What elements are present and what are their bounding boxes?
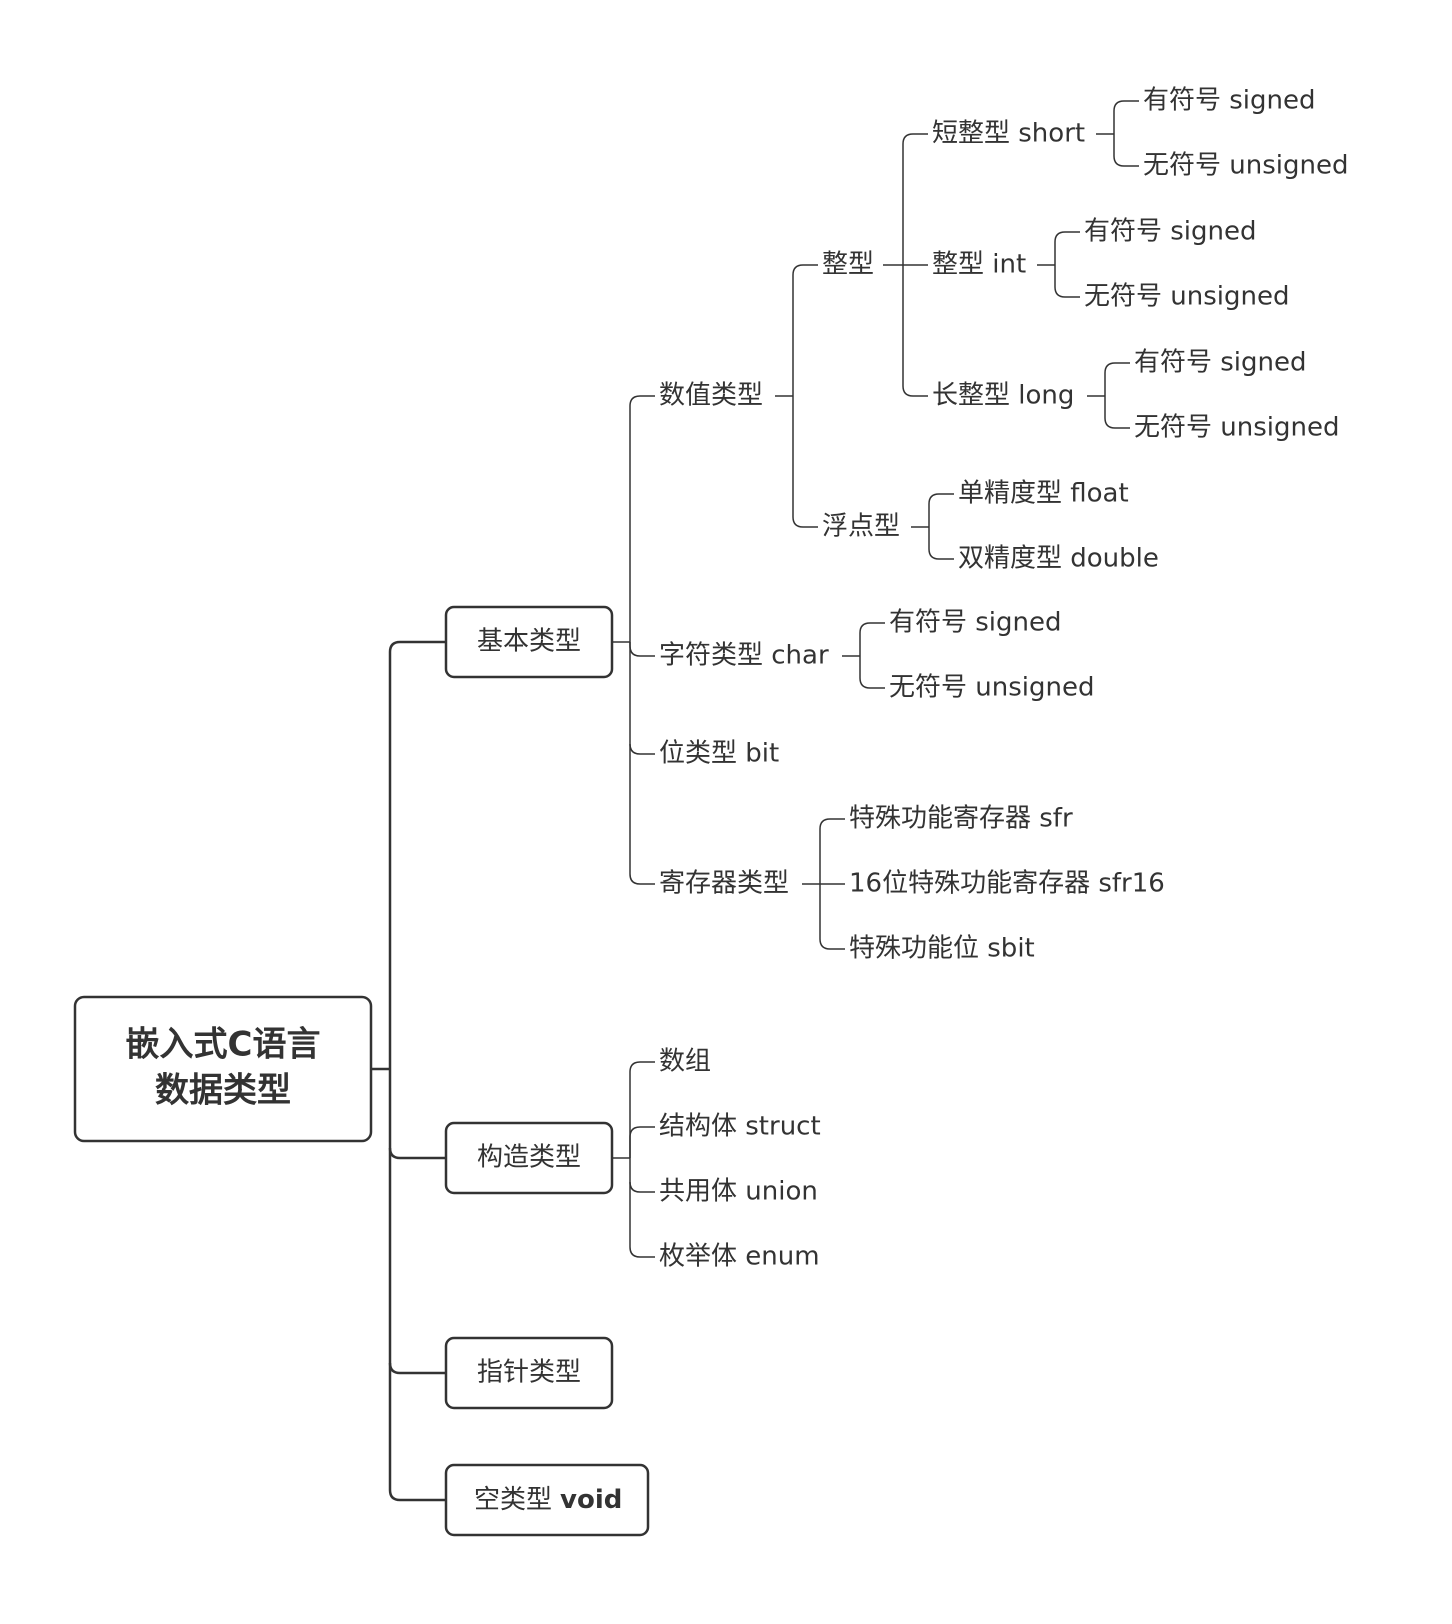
pointer-box bbox=[444, 1336, 614, 1410]
link-basic-bit bbox=[629, 642, 655, 755]
node-short-signed[interactable]: 有符号 signed bbox=[1143, 86, 1316, 116]
link-root-pointer bbox=[388, 1148, 448, 1375]
link-integer-long bbox=[902, 265, 928, 397]
link-constructed-enum bbox=[629, 1182, 655, 1258]
void-label-cn: 空类型 bbox=[474, 1485, 552, 1515]
link-basic-numeric bbox=[629, 395, 655, 642]
link-root-basic bbox=[388, 640, 448, 1069]
link-constructed-struct bbox=[629, 1126, 655, 1158]
link-int-unsigned bbox=[1054, 265, 1080, 298]
node-long[interactable]: 长整型 long bbox=[932, 381, 1074, 411]
text-nodes: 数值类型 整型 短整型 short 有符号 signed 无符号 unsigne… bbox=[659, 86, 1348, 1272]
node-char[interactable]: 字符类型 char bbox=[659, 641, 829, 671]
link-register-sbit bbox=[819, 884, 845, 950]
link-basic-register bbox=[629, 744, 655, 885]
link-short-unsigned bbox=[1113, 134, 1139, 167]
node-struct[interactable]: 结构体 struct bbox=[659, 1112, 821, 1142]
node-int[interactable]: 整型 int bbox=[932, 250, 1026, 280]
link-register-sfr bbox=[819, 818, 845, 884]
node-register-sfr[interactable]: 特殊功能寄存器 sfr bbox=[849, 804, 1073, 834]
basic-box bbox=[444, 605, 614, 679]
node-register[interactable]: 寄存器类型 bbox=[659, 869, 789, 899]
node-float-double[interactable]: 双精度型 double bbox=[958, 544, 1159, 574]
link-float-single bbox=[928, 493, 954, 527]
root-title-line2: 数据类型 bbox=[155, 1071, 291, 1111]
root-box bbox=[73, 995, 373, 1143]
root-node[interactable]: 嵌入式C语言 数据类型 bbox=[73, 995, 373, 1143]
link-numeric-integer bbox=[792, 264, 818, 396]
link-char-unsigned bbox=[859, 656, 885, 689]
node-numeric[interactable]: 数值类型 bbox=[659, 381, 763, 411]
constructed-label: 构造类型 bbox=[477, 1143, 581, 1173]
void-label: 空类型 void bbox=[474, 1485, 622, 1515]
node-bit[interactable]: 位类型 bit bbox=[659, 739, 779, 769]
node-float[interactable]: 浮点型 bbox=[822, 512, 900, 542]
basic-label: 基本类型 bbox=[477, 627, 581, 657]
link-int-signed bbox=[1054, 231, 1080, 265]
void-box bbox=[444, 1463, 650, 1537]
link-root-constructed bbox=[388, 1069, 448, 1160]
link-basic-char bbox=[629, 642, 655, 657]
link-char-signed bbox=[859, 622, 885, 656]
root-title-line1: 嵌入式C语言 bbox=[126, 1025, 321, 1065]
connector-lines bbox=[372, 100, 1139, 1502]
node-short-unsigned[interactable]: 无符号 unsigned bbox=[1143, 151, 1348, 181]
node-union[interactable]: 共用体 union bbox=[659, 1177, 818, 1207]
node-constructed[interactable]: 构造类型 bbox=[444, 1121, 614, 1195]
node-register-sfr16[interactable]: 16位特殊功能寄存器 sfr16 bbox=[849, 869, 1165, 899]
link-integer-short bbox=[902, 133, 928, 265]
node-integer[interactable]: 整型 bbox=[822, 250, 874, 280]
node-int-unsigned[interactable]: 无符号 unsigned bbox=[1084, 282, 1289, 312]
link-long-signed bbox=[1104, 362, 1130, 396]
link-long-unsigned bbox=[1104, 396, 1130, 429]
link-numeric-float bbox=[792, 396, 818, 528]
node-long-unsigned[interactable]: 无符号 unsigned bbox=[1134, 413, 1339, 443]
node-char-signed[interactable]: 有符号 signed bbox=[889, 608, 1062, 638]
link-short-signed bbox=[1113, 100, 1139, 134]
node-char-unsigned[interactable]: 无符号 unsigned bbox=[889, 673, 1094, 703]
node-basic[interactable]: 基本类型 bbox=[444, 605, 614, 679]
constructed-box bbox=[444, 1121, 614, 1195]
node-pointer[interactable]: 指针类型 bbox=[444, 1336, 614, 1410]
node-enum[interactable]: 枚举体 enum bbox=[659, 1242, 820, 1272]
node-int-signed[interactable]: 有符号 signed bbox=[1084, 217, 1257, 247]
pointer-label: 指针类型 bbox=[477, 1358, 581, 1388]
void-label-en: void bbox=[560, 1485, 622, 1515]
node-void[interactable]: 空类型 void bbox=[444, 1463, 650, 1537]
node-register-sbit[interactable]: 特殊功能位 sbit bbox=[849, 934, 1035, 964]
link-root-void bbox=[388, 1363, 448, 1502]
node-short[interactable]: 短整型 short bbox=[932, 119, 1085, 149]
node-float-single[interactable]: 单精度型 float bbox=[958, 479, 1129, 509]
node-array[interactable]: 数组 bbox=[659, 1047, 711, 1077]
link-constructed-union bbox=[629, 1158, 655, 1193]
link-constructed-array bbox=[629, 1061, 655, 1158]
node-long-signed[interactable]: 有符号 signed bbox=[1134, 348, 1307, 378]
link-float-double bbox=[928, 527, 954, 560]
